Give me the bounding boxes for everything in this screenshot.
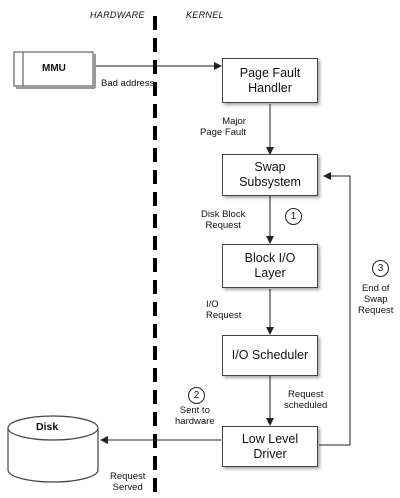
end-of-swap-request-line-1: End of: [361, 283, 390, 294]
end-of-swap-request-line-3: Request: [358, 305, 394, 316]
kernel-header: KERNEL: [186, 10, 224, 20]
io-scheduler-label: I/O Scheduler: [231, 348, 309, 362]
major-page-fault-label: Major Page Fault: [200, 116, 246, 138]
request-served-label: Request Served: [110, 471, 145, 493]
page-fault-handler-line-1: Page Fault: [239, 65, 301, 80]
page-fault-handler-line-2: Handler: [248, 80, 292, 95]
request-served-line-2: Served: [112, 482, 143, 493]
disk-cylinder: [7, 415, 99, 483]
low-level-driver-line-1: Low Level: [241, 431, 299, 446]
bad-address-label: Bad address: [101, 78, 155, 89]
end-of-swap-request-line-2: Swap: [363, 294, 388, 305]
mmu-box: [13, 51, 96, 89]
sent-to-hardware-line-2: hardware: [175, 416, 215, 427]
request-served-line-1: Request: [110, 471, 146, 482]
sent-to-hardware-label: Sent to hardware: [175, 405, 215, 427]
hardware-header: HARDWARE: [90, 10, 145, 20]
swap-subsystem-line-2: Subsystem: [239, 175, 301, 189]
request-scheduled-line-1: Request: [287, 389, 324, 400]
step-3-marker: 3: [372, 260, 389, 277]
disk-block-request-label: Disk Block Request: [201, 209, 245, 231]
major-page-fault-line-2: Page Fault: [200, 127, 246, 138]
io-request-line-2: Request: [206, 310, 242, 321]
disk-label: Disk: [36, 421, 59, 433]
end-of-swap-request-label: End of Swap Request: [358, 283, 393, 316]
swap-subsystem-line-1: Swap: [254, 160, 286, 174]
io-request-line-1: I/O: [206, 299, 219, 310]
step-2-marker: 2: [188, 387, 205, 404]
block-io-layer-line-2: Layer: [254, 266, 286, 280]
io-scheduler-box: I/O Scheduler: [222, 335, 318, 376]
major-page-fault-line-1: Major: [222, 116, 246, 127]
disk-block-request-line-1: Disk Block: [201, 209, 246, 220]
disk-block-request-line-2: Request: [205, 220, 241, 231]
arrow-driver-back-to-swap: [319, 172, 351, 446]
low-level-driver-line-2: Driver: [253, 446, 287, 461]
sent-to-hardware-line-1: Sent to: [179, 405, 210, 416]
mmu-label: MMU: [42, 63, 66, 74]
block-io-layer-line-1: Block I/O: [244, 251, 296, 265]
step-1-marker: 1: [285, 208, 302, 225]
request-scheduled-label: Request scheduled: [284, 389, 327, 411]
io-request-label: I/O Request: [206, 299, 241, 321]
request-scheduled-line-2: scheduled: [284, 400, 328, 411]
